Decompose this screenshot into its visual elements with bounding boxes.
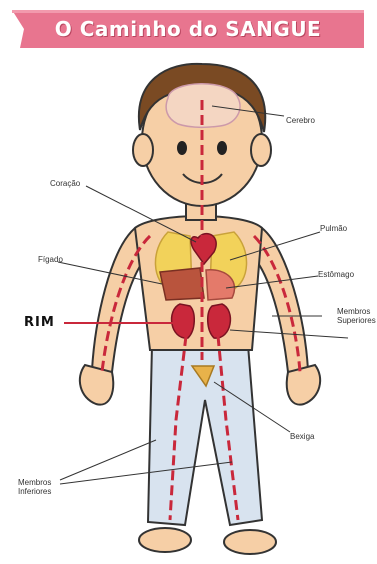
label-figado: Fígado (38, 255, 63, 264)
label-membros-inferiores-line2: Inferiores (18, 487, 51, 496)
label-membros-superiores-line2: Superiores (337, 316, 376, 325)
label-rim: RIM (24, 315, 55, 330)
label-estomago: Estômago (318, 270, 354, 279)
label-bexiga: Bexiga (290, 432, 314, 441)
label-pulmao: Pulmão (320, 224, 347, 233)
label-membros-inferiores: Membros Inferiores (18, 478, 51, 496)
liver (160, 268, 204, 300)
label-membros-superiores-line1: Membros (337, 307, 376, 316)
label-membros-inferiores-line1: Membros (18, 478, 51, 487)
label-cerebro: Cerebro (286, 116, 315, 125)
label-coracao: Coração (50, 179, 80, 188)
blood-vessels (102, 100, 300, 520)
feet (139, 528, 276, 554)
label-membros-superiores: Membros Superiores (337, 307, 376, 325)
